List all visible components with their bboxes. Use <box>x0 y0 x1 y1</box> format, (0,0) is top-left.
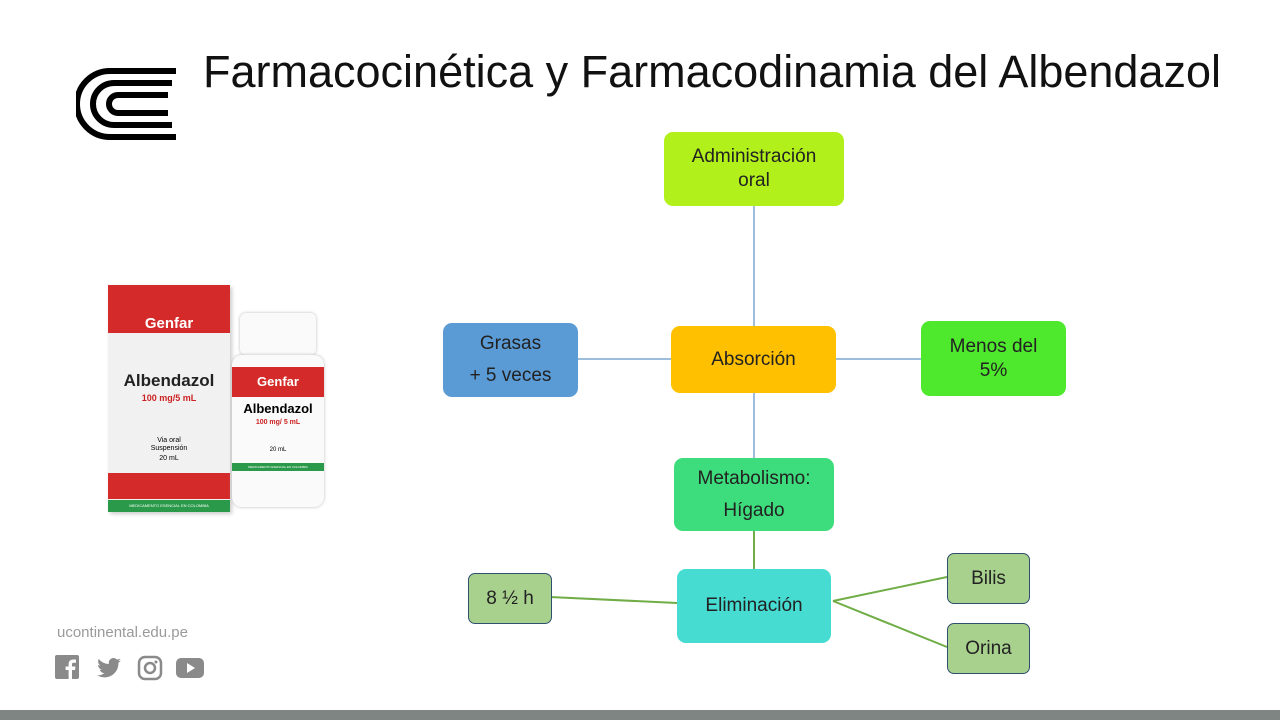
node-orina: Orina <box>947 623 1030 674</box>
node-bilis: Bilis <box>947 553 1030 604</box>
instagram-icon[interactable] <box>137 655 163 681</box>
node-menos: Menos del 5% <box>921 321 1066 396</box>
page-title: Farmacocinética y Farmacodinamia del Alb… <box>203 46 1221 97</box>
node-administracion: Administración oral <box>664 132 844 206</box>
youtube-icon[interactable] <box>175 655 205 681</box>
node-eliminacion: Eliminación <box>677 569 831 643</box>
twitter-icon[interactable] <box>94 655 124 681</box>
node-metabolismo: Metabolismo:Hígado <box>674 458 834 531</box>
node-half-life: 8 ½ h <box>468 573 552 624</box>
website-url[interactable]: ucontinental.edu.pe <box>57 624 188 641</box>
logo <box>76 68 176 140</box>
node-absorcion: Absorción <box>671 326 836 393</box>
albendazol-product-image: Genfar Albendazol 100 mg/5 mL Via oral S… <box>108 285 328 515</box>
facebook-icon[interactable] <box>55 655 81 681</box>
footer-bar <box>0 710 1280 720</box>
node-grasas: Grasas+ 5 veces <box>443 323 578 397</box>
